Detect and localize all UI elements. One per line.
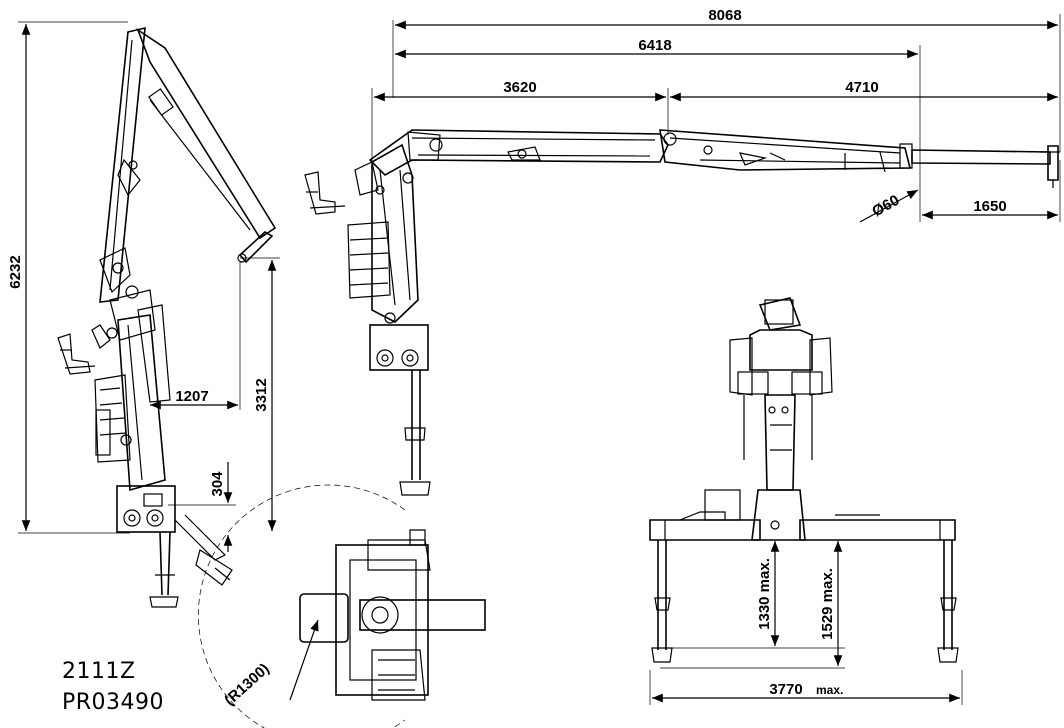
dim-6232-label: 6232 <box>7 255 24 288</box>
folded-base <box>116 485 233 608</box>
dim-1207: 1207 <box>150 262 241 410</box>
dim-4710-label: 4710 <box>845 79 878 96</box>
dim-heights: 1330 max. 1529 max. <box>660 539 845 669</box>
dim-304: 304 <box>168 462 236 552</box>
dim-8068: 8068 <box>392 7 1061 152</box>
dim-6418: 6418 <box>395 37 921 222</box>
part-number: PR03490 <box>62 690 165 715</box>
extended-column <box>304 143 419 324</box>
dim-6418-label: 6418 <box>638 37 671 54</box>
dim-304-label: 304 <box>209 471 226 497</box>
dim-3770-label: 3770 <box>769 681 802 698</box>
dim-3770: 3770 max. <box>649 670 963 705</box>
dim-3620-4710: 3620 4710 <box>371 79 1058 165</box>
dim-diameter: Ø60 <box>859 189 919 223</box>
folded-column <box>57 304 171 492</box>
model-number: 2111Z <box>62 659 136 684</box>
extended-base <box>369 324 431 496</box>
dim-diameter-label: Ø60 <box>869 192 902 221</box>
extended-side-view: 8068 6418 3620 4710 1650 Ø60 <box>304 7 1061 496</box>
dim-8068-label: 8068 <box>708 7 741 24</box>
dim-1529-label: 1529 max. <box>819 568 836 640</box>
dim-1650: 1650 <box>922 160 1061 222</box>
top-view-slew: (R1300) <box>198 484 486 728</box>
dim-3312-label: 3312 <box>253 378 270 411</box>
dim-3770-max: max. <box>816 683 843 697</box>
dim-3620-label: 3620 <box>503 79 536 96</box>
dim-total-height: 6232 <box>7 21 130 534</box>
extended-boom <box>368 129 1060 188</box>
front-crane-body <box>649 297 959 663</box>
front-view: 3770 max. 1330 max. 1529 max. <box>649 297 963 705</box>
folded-side-view: 6232 3312 1207 304 <box>7 21 280 608</box>
dim-3312: 3312 <box>240 257 280 531</box>
dim-1207-label: 1207 <box>175 388 208 405</box>
folded-main-boom <box>99 26 277 341</box>
dim-1330-label: 1330 max. <box>756 558 773 630</box>
dim-radius-label: (R1300) <box>221 660 273 709</box>
dim-1650-label: 1650 <box>973 198 1006 215</box>
